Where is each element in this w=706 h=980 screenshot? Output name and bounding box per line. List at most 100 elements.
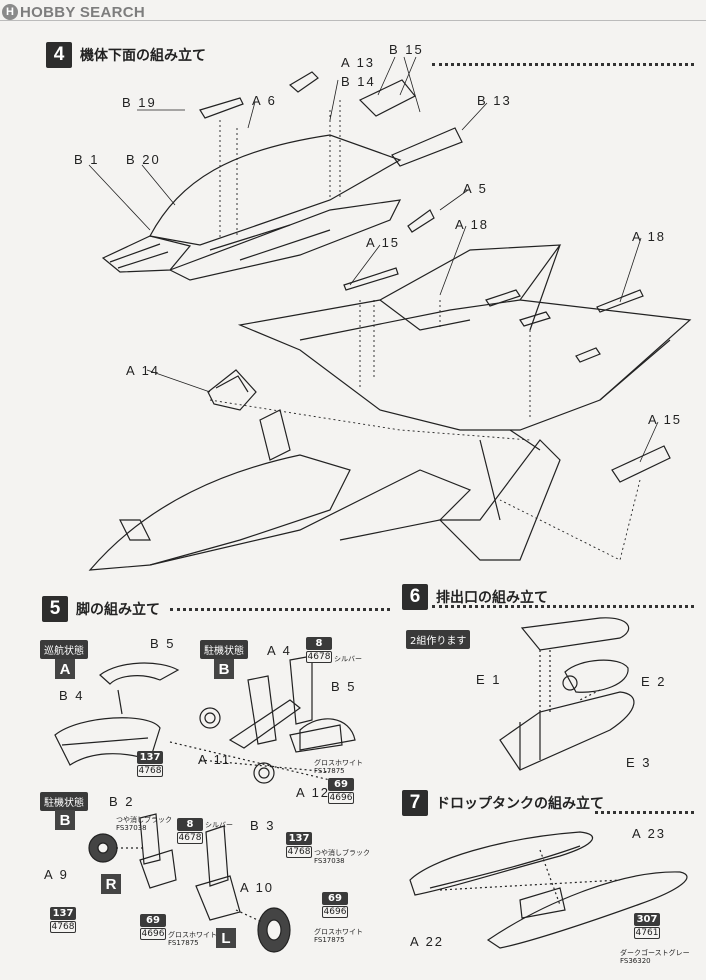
paint-name: グロスホワイト — [314, 759, 363, 767]
paint-code: 4768 — [286, 846, 312, 858]
part-label-b20: B 20 — [126, 152, 161, 167]
step-6-dotted-rule — [432, 605, 694, 608]
step-6-title: 排出口の組み立て — [436, 590, 548, 606]
part-label-a15-right: A 15 — [648, 412, 683, 427]
part-label-b5-a: B 5 — [150, 636, 176, 651]
paint-callout-137-c: 137 4768 つや消しブラック FS37038 — [286, 832, 370, 865]
paint-name: シルバー — [334, 655, 362, 663]
part-label-a23: A 23 — [632, 826, 667, 841]
step-6-header: 6 排出口の組み立て — [402, 584, 548, 610]
step-5-number: 5 — [42, 596, 68, 622]
paint-number: 8 — [177, 818, 203, 831]
paint-code: 4678 — [306, 651, 332, 663]
paint-callout-69-a: グロスホワイト FS17875 69 4696 — [314, 758, 363, 804]
paint-fs-code: FS17875 — [314, 936, 345, 944]
parked-mode-tag-2: 駐機状態 — [40, 792, 88, 811]
part-label-a6: A 6 — [252, 93, 277, 108]
step-7-title: ドロップタンクの組み立て — [436, 796, 604, 812]
paint-number: 69 — [322, 892, 348, 905]
step-4-dotted-rule — [432, 63, 694, 66]
step-7-dotted-rule — [595, 811, 694, 814]
step-7-header: 7 ドロップタンクの組み立て — [402, 790, 604, 816]
part-label-a18-upper: A 18 — [455, 217, 490, 232]
paint-number: 8 — [306, 637, 332, 650]
paint-number: 69 — [140, 914, 166, 927]
paint-code: 4768 — [50, 921, 76, 933]
paint-number: 137 — [137, 751, 163, 764]
make-two-sets-note: 2組作ります — [406, 630, 471, 649]
part-label-a22: A 22 — [410, 934, 445, 949]
paint-code: 4696 — [140, 928, 166, 940]
paint-callout-307: 307 4761 ダークゴーストグレー FS36320 — [620, 913, 690, 965]
paint-code: 4761 — [634, 927, 660, 939]
mode-letter-b-2: B — [55, 810, 75, 830]
part-label-e1: E 1 — [476, 672, 502, 687]
part-label-e2: E 2 — [641, 674, 667, 689]
paint-name: ダークゴーストグレー — [620, 949, 690, 957]
mode-letter-b: B — [214, 659, 234, 679]
part-label-a11: A 11 — [198, 752, 232, 767]
side-letter-l: L — [216, 928, 236, 948]
aircraft-lower-fuselage-drawing — [88, 56, 692, 571]
parked-mode-tag: 駐機状態 — [200, 640, 248, 659]
paint-fs-code: FS17875 — [168, 939, 199, 947]
hobby-search-watermark: H HOBBY SEARCH — [2, 2, 145, 22]
step-7-number: 7 — [402, 790, 428, 816]
paint-number: 69 — [328, 778, 354, 791]
paint-number: 307 — [634, 913, 660, 926]
paint-callout-69-b: 69 4696 グロスホワイト FS17875 — [140, 914, 217, 947]
paint-code: 4768 — [137, 765, 163, 777]
part-label-a5: A 5 — [463, 181, 488, 196]
paint-callout-137-a: 137 4768 — [137, 751, 163, 777]
paint-code: 4696 — [328, 792, 354, 804]
watermark-text: HOBBY SEARCH — [20, 3, 146, 21]
step-4-header: 4 機体下面の組み立て — [46, 42, 206, 68]
paint-callout-69-c: 69 4696 グロスホワイト FS17875 — [314, 892, 363, 944]
paint-callout-8-a: 8 4678 シルバー — [306, 637, 362, 663]
part-label-b5-b: B 5 — [331, 679, 357, 694]
paint-code: 4678 — [177, 832, 203, 844]
side-letter-r: R — [101, 874, 121, 894]
paint-fs-code: FS37038 — [314, 857, 345, 865]
part-label-a4: A 4 — [267, 643, 292, 658]
step-4-title: 機体下面の組み立て — [80, 48, 206, 64]
part-label-a14: A 14 — [126, 363, 161, 378]
part-label-e3: E 3 — [626, 755, 652, 770]
part-label-b2: B 2 — [109, 794, 135, 809]
paint-name: グロスホワイト — [168, 931, 217, 939]
part-label-b15: B 15 — [389, 42, 424, 57]
step-5-title: 脚の組み立て — [76, 602, 160, 618]
landing-gear-drawings — [54, 655, 356, 953]
part-label-b1: B 1 — [74, 152, 100, 167]
step-6-number: 6 — [402, 584, 428, 610]
part-label-b4: B 4 — [59, 688, 85, 703]
cruise-mode-tag: 巡航状態 — [40, 640, 88, 659]
step-5-header: 5 脚の組み立て — [42, 596, 160, 622]
paint-name: グロスホワイト — [314, 928, 363, 936]
paint-name: つや消しブラック — [116, 816, 172, 824]
part-label-b13: B 13 — [477, 93, 512, 108]
drop-tank-drawing — [409, 831, 688, 949]
paint-callout-8-b: 8 4678 シルバー — [177, 818, 233, 844]
paint-code: 4696 — [322, 906, 348, 918]
exhaust-assembly-drawing — [499, 617, 635, 771]
paint-number: 137 — [286, 832, 312, 845]
part-label-b3: B 3 — [250, 818, 276, 833]
paint-fs-code: FS37038 — [116, 824, 147, 832]
part-label-a10: A 10 — [240, 880, 275, 895]
part-label-a15-upper: A 15 — [366, 235, 401, 250]
top-rule — [0, 20, 706, 21]
part-label-a9: A 9 — [44, 867, 69, 882]
watermark-logo-icon: H — [2, 4, 18, 20]
paint-number: 137 — [50, 907, 76, 920]
part-label-a13: A 13 — [341, 55, 376, 70]
step-4-number: 4 — [46, 42, 72, 68]
part-label-a18-right: A 18 — [632, 229, 667, 244]
step-5-dotted-rule — [170, 608, 390, 611]
paint-fs-code: FS17875 — [314, 767, 345, 775]
paint-callout-137-d: 137 4768 — [50, 907, 76, 933]
paint-name: つや消しブラック — [314, 849, 370, 857]
paint-name: シルバー — [205, 821, 233, 829]
mode-letter-a: A — [55, 659, 75, 679]
